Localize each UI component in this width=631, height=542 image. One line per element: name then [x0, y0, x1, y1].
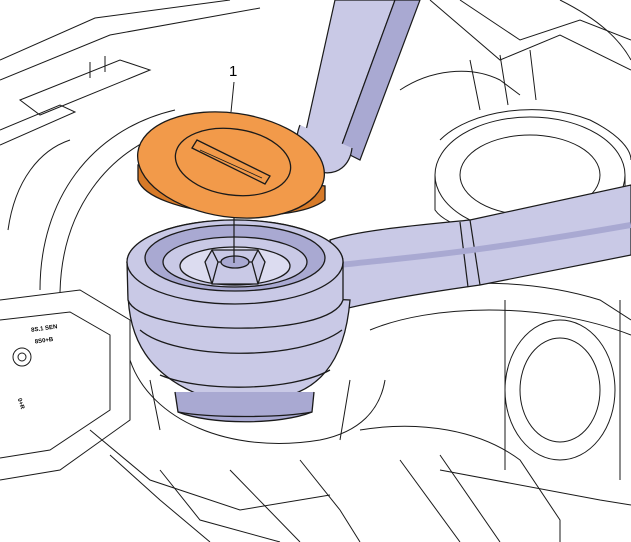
dust-cap-part-1: [136, 111, 326, 219]
stamped-line-2: 8S0+B: [35, 337, 55, 346]
stamped-plate: 8S.1 SEN 8S0+B 0+R: [16, 324, 58, 411]
ball-joint-housing: [126, 219, 351, 423]
stamped-line-1: 8S.1 SEN: [31, 324, 58, 334]
tie-rod: [329, 184, 631, 311]
stamped-line-3: 0+R: [16, 398, 25, 411]
callout-number: 1: [229, 63, 237, 80]
callout-1: 1: [229, 63, 237, 113]
upper-control-arm: [296, 0, 421, 174]
callout-leader: [230, 81, 235, 113]
